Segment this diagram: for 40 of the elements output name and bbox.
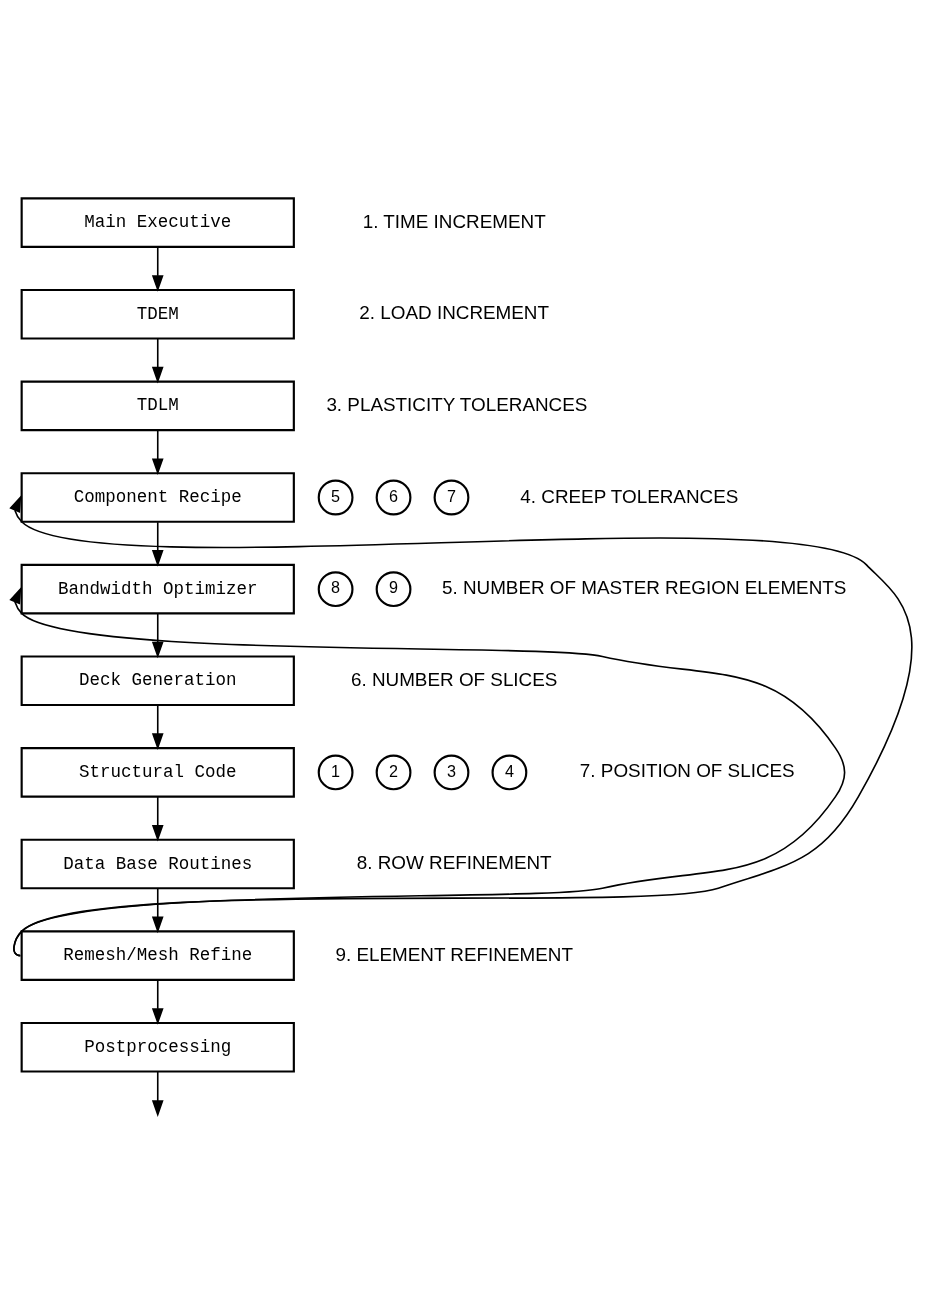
node-circle: 6 [375,479,412,515]
label: 6. NUMBER OF SLICES [350,668,558,690]
node-box: Postprocessing [20,1021,295,1073]
label: 1. TIME INCREMENT [362,210,546,232]
label: 2. LOAD INCREMENT [359,301,550,323]
node-box: Data Base Routines [20,838,295,889]
node-circle: 9 [375,570,412,607]
node-circle: 7 [433,479,470,515]
node-box: Deck Generation [20,654,295,706]
node-circle: 3 [433,753,470,790]
node-circle: 5 [317,479,354,515]
node-circle: 8 [317,570,354,607]
label: 8. ROW REFINEMENT [356,851,552,873]
arrow [9,586,846,956]
node-circle: 2 [375,753,412,790]
node-circle: 4 [491,753,528,790]
node-box: TDEM [20,288,295,340]
arrow [151,1070,164,1117]
arrow [151,337,164,383]
node-box: Main Executive [20,196,295,248]
arrow [151,520,164,567]
label: 4. CREEP TOLERANCES [520,485,739,506]
arrow [151,704,164,750]
arrow [9,494,913,956]
arrow [151,429,164,475]
arrow [151,887,164,933]
node-box: Component Recipe [20,471,295,523]
label: 3. PLASTICITY TOLERANCES [326,393,588,415]
arrow [151,979,164,1025]
node-box: TDLM [20,380,295,431]
node-circle: 1 [317,753,354,790]
arrow [151,246,164,292]
label: 9. ELEMENT REFINEMENT [335,943,573,965]
label: 7. POSITION OF SLICES [579,759,795,781]
label: 5. NUMBER OF MASTER REGION ELEMENTS [441,576,847,598]
node-box: Bandwidth Optimizer [20,563,295,614]
arrow [151,795,164,842]
node-box: Structural Code [20,746,295,798]
node-box: Remesh/Mesh Refine [20,929,295,981]
arrow [151,612,164,658]
